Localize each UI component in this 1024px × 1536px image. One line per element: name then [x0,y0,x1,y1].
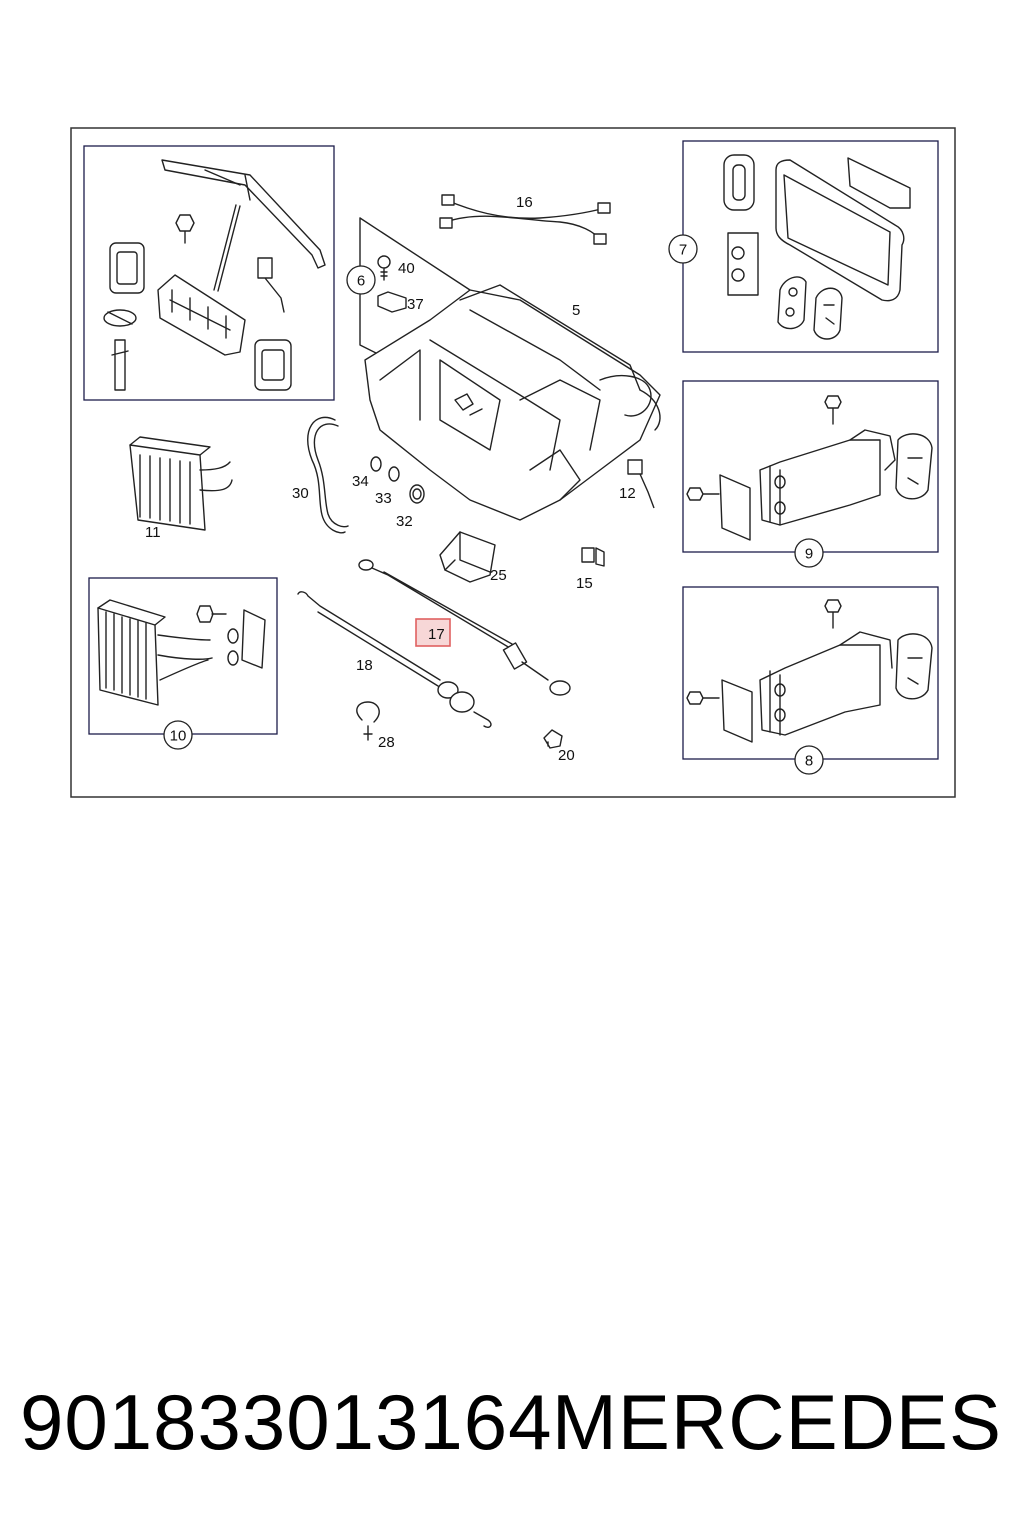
bracket-25 [439,531,496,583]
callout-12: 12 [619,485,636,502]
connector-15 [581,547,605,567]
callout-15: 15 [576,575,593,592]
panel-group-10 [88,577,278,735]
wiring-harness [439,194,611,245]
callout-37: 37 [407,296,424,313]
callout-40: 40 [398,260,415,277]
callout-25: 25 [490,567,507,584]
panel-group-9 [682,380,939,553]
clip-37 [377,291,407,313]
svg-text:10: 10 [170,728,187,745]
callout-16: 16 [516,194,533,211]
callout-11: 11 [145,524,161,541]
svg-text:6: 6 [357,273,365,290]
connector-12 [627,459,655,509]
footer: 901833013164 MERCEDES [0,1372,1024,1482]
callout-30: 30 [292,485,309,502]
screw-40 [377,255,391,281]
callout-34: 34 [352,473,369,490]
clip-28 [356,701,380,741]
cable-18 [297,591,492,729]
parts-diagram: 16 40 37 5 30 34 33 32 11 12 25 15 18 28… [70,127,956,798]
callout-17-highlight[interactable]: 17 [415,618,451,647]
part-number: 901833013164 [20,1378,553,1466]
cable-17 [358,559,571,696]
callout-17: 17 [428,626,445,643]
callout-32: 32 [396,513,413,530]
panel-group-8 [682,586,939,760]
svg-text:9: 9 [805,546,813,563]
callout-18: 18 [356,657,373,674]
seal-33 [388,466,400,482]
hose-30 [307,416,346,534]
circled-callout-10: 10 [163,720,193,750]
seal-34 [370,456,382,472]
circled-callout-7: 7 [668,234,698,264]
svg-text:7: 7 [679,242,687,259]
heater-housing [364,284,661,521]
brand-name: MERCEDES [551,1378,1002,1466]
circled-callout-8: 8 [794,745,824,775]
circled-callout-9: 9 [794,538,824,568]
callout-28: 28 [378,734,395,751]
callout-5: 5 [572,302,580,319]
clip-20 [543,729,563,749]
circled-callout-6: 6 [346,265,376,295]
callout-33: 33 [375,490,392,507]
svg-text:8: 8 [805,753,813,770]
callout-20: 20 [558,747,575,764]
heat-exchanger-11 [129,436,233,531]
seal-32 [409,484,425,504]
panel-group-7 [682,140,939,353]
panel-group-6 [83,145,335,401]
diagram-frame [70,127,956,798]
